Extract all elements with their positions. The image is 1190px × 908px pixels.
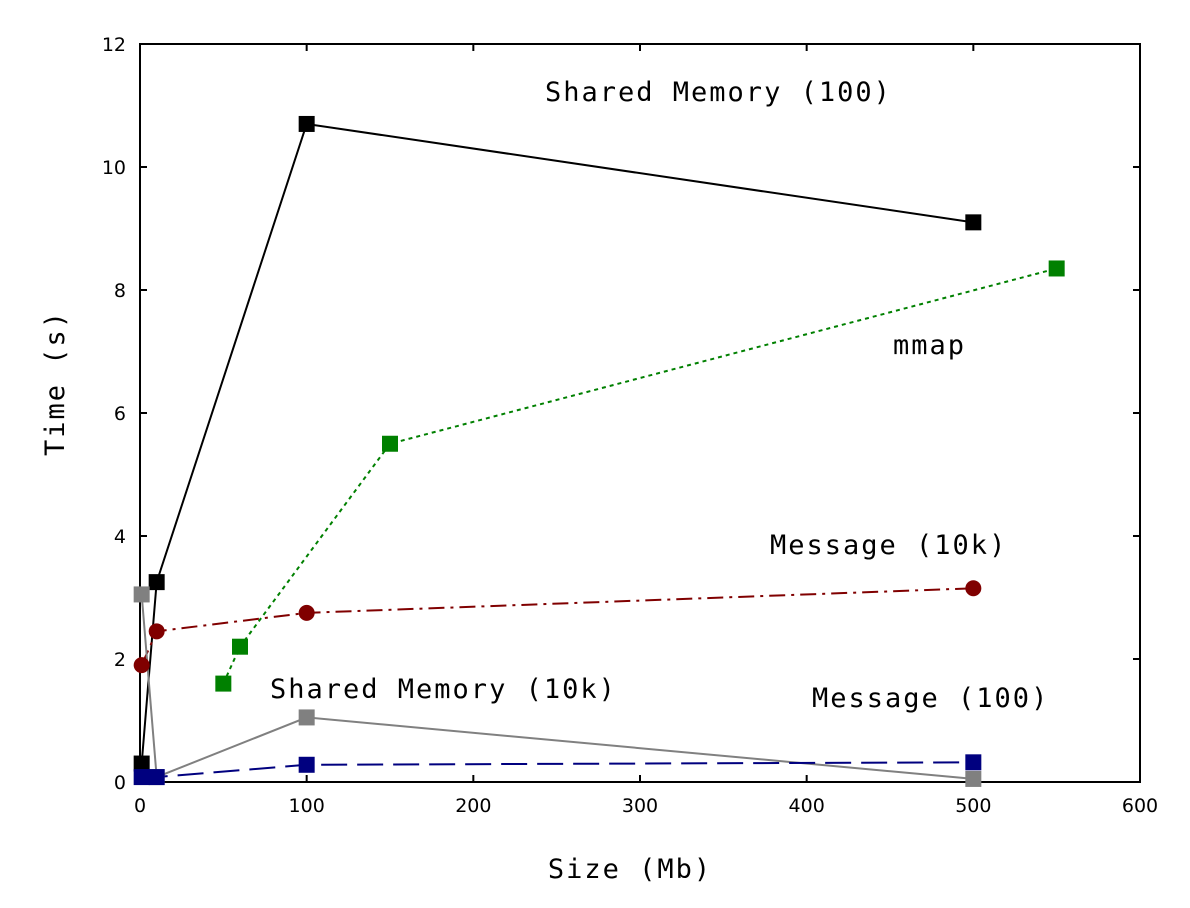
y-tick-label: 2	[114, 649, 126, 671]
series-1-point	[232, 638, 248, 655]
series-label-1: mmap	[893, 330, 966, 361]
series-2-point	[148, 623, 165, 640]
y-tick-label: 6	[114, 403, 126, 425]
x-tick-label: 300	[622, 795, 658, 817]
series-4-point	[965, 754, 982, 771]
x-tick-label: 500	[955, 795, 991, 817]
series-1-point	[1048, 260, 1065, 277]
y-tick-label: 12	[102, 34, 126, 56]
series-3-point	[133, 586, 150, 603]
x-tick-label: 200	[455, 795, 491, 817]
y-tick-label: 10	[102, 157, 126, 179]
series-0-point	[148, 574, 165, 591]
series-line-0	[140, 122, 974, 764]
series-0-point	[298, 115, 315, 132]
series-line-2	[140, 587, 974, 666]
y-tick-label: 8	[114, 280, 126, 302]
x-tick-label: 600	[1122, 795, 1158, 817]
series-1-point	[215, 675, 232, 692]
series-label-2: Message (10k)	[770, 530, 1007, 561]
x-tick-label: 400	[789, 795, 825, 817]
series-label-3: Shared Memory (10k)	[270, 674, 617, 705]
x-axis-title: Size (Mb)	[548, 854, 712, 885]
series-3-point	[298, 709, 315, 726]
series-3-point	[965, 770, 982, 787]
series-4-point	[298, 756, 315, 773]
series-4-point	[133, 769, 150, 786]
series-4-point	[148, 769, 165, 786]
plot-frame	[139, 43, 1141, 783]
series-2-point	[965, 580, 982, 597]
series-label-4: Message (100)	[812, 683, 1049, 714]
y-tick-label: 4	[114, 526, 126, 548]
series-2-point	[298, 604, 315, 621]
series-line-3	[140, 594, 974, 780]
x-tick-label: 0	[134, 795, 146, 817]
series-label-0: Shared Memory (100)	[545, 77, 892, 108]
series-2-point	[133, 657, 150, 674]
series-1-point	[382, 435, 398, 452]
y-axis-title: Time (s)	[40, 310, 71, 456]
series-0-point	[965, 214, 982, 231]
x-tick-label: 100	[289, 795, 325, 817]
series-0-point	[133, 755, 150, 772]
series-line-4	[141, 761, 974, 779]
y-tick-label: 0	[114, 772, 126, 794]
